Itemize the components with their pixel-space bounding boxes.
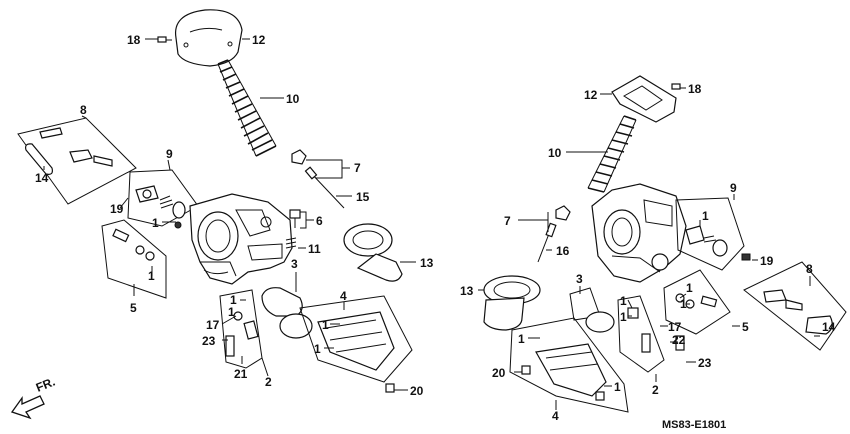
air-funnel-13-right [483,275,541,331]
callout-1a-right: 1 [702,209,709,223]
callout-20-right: 20 [492,366,506,380]
callout-12-right: 12 [584,88,598,102]
float-parts-left [219,287,413,393]
callout-7-right: 7 [504,214,511,228]
callout-3-right: 3 [576,272,583,286]
needle-parts-left [291,149,345,209]
callout-1a-left: 1 [152,216,159,230]
float-bowl-4-right [509,317,629,413]
callout-10-right: 10 [548,146,562,160]
callout-19-right: 19 [760,254,774,268]
needle-parts-right [537,205,571,263]
callout-3-left: 3 [291,257,298,271]
callout-6-left: 6 [316,214,323,228]
parts-group-9-left [127,169,199,229]
callout-1c-left: 1 [322,318,329,332]
spring-10-left [217,59,277,157]
callout-17-left: 17 [206,318,220,332]
screw-18-left [157,36,172,43]
callout-23-left: 23 [202,334,216,348]
callout-20-left: 20 [410,384,424,398]
callout-1f-right: 1 [518,332,525,346]
diaphragm-cover-right [611,75,681,123]
callout-23-right: 23 [698,356,712,370]
callout-labels: 18 12 10 8 14 9 19 1 7 15 6 11 13 5 1 3 … [35,33,836,423]
callout-17-right: 17 [668,320,682,334]
float-part-3-right [569,287,615,333]
callout-1b-left: 1 [148,269,155,283]
callout-1d-left: 1 [314,342,321,356]
callout-21-left: 21 [234,367,248,381]
carburetor-body-left [189,193,293,285]
callout-22-right: 22 [672,333,686,347]
air-funnel-13-left [343,223,403,282]
parts-group-2-right [617,295,685,373]
callout-4-left: 4 [340,289,347,303]
callout-1c-right: 1 [680,297,687,311]
callout-14-left: 14 [35,171,49,185]
callout-2-right: 2 [652,383,659,397]
callout-1g-right: 1 [614,380,621,394]
callout-8-right: 8 [806,262,813,276]
callout-13-left: 13 [420,256,434,270]
parts-group-5-right [663,269,731,335]
callout-18-left: 18 [127,33,141,47]
callout-1e-left: 1 [230,293,237,307]
callout-7-left: 7 [354,161,361,175]
callout-5-left: 5 [130,301,137,315]
leader-lines [43,38,820,410]
callout-15-left: 15 [356,190,370,204]
parts-group-5-left [101,219,167,299]
callout-18-right: 18 [688,82,702,96]
callout-9-right: 9 [730,181,737,195]
callout-8-left: 8 [80,103,87,117]
callout-19-left: 19 [110,202,124,216]
callout-1e-right: 1 [620,310,627,324]
callout-16-right: 16 [556,244,570,258]
parts-group-8-right [743,261,847,351]
callout-1d-right: 1 [620,294,627,308]
callout-11-left: 11 [308,242,321,256]
catalog-code: MS83-E1801 [662,419,726,431]
callout-1f-left: 1 [228,305,235,319]
callout-4-right: 4 [552,409,559,423]
callout-13-right: 13 [460,284,474,298]
callout-14-right: 14 [822,320,836,334]
spring-10-right [587,115,637,193]
callout-10-left: 10 [286,92,300,106]
screws-6-11-left [285,209,301,249]
front-direction-label: FR. [34,375,57,395]
diaphragm-cover-left [174,9,243,67]
callout-2-left: 2 [265,375,272,389]
callout-9-left: 9 [166,147,173,161]
callout-12-left: 12 [252,33,266,47]
parts-group-8-left [17,117,137,205]
callout-1b-right: 1 [686,281,693,295]
callout-5-right: 5 [742,320,749,334]
carburetor-body-right [591,183,687,283]
parts-group-9-right [675,197,751,271]
front-direction-arrow-icon [10,395,45,420]
